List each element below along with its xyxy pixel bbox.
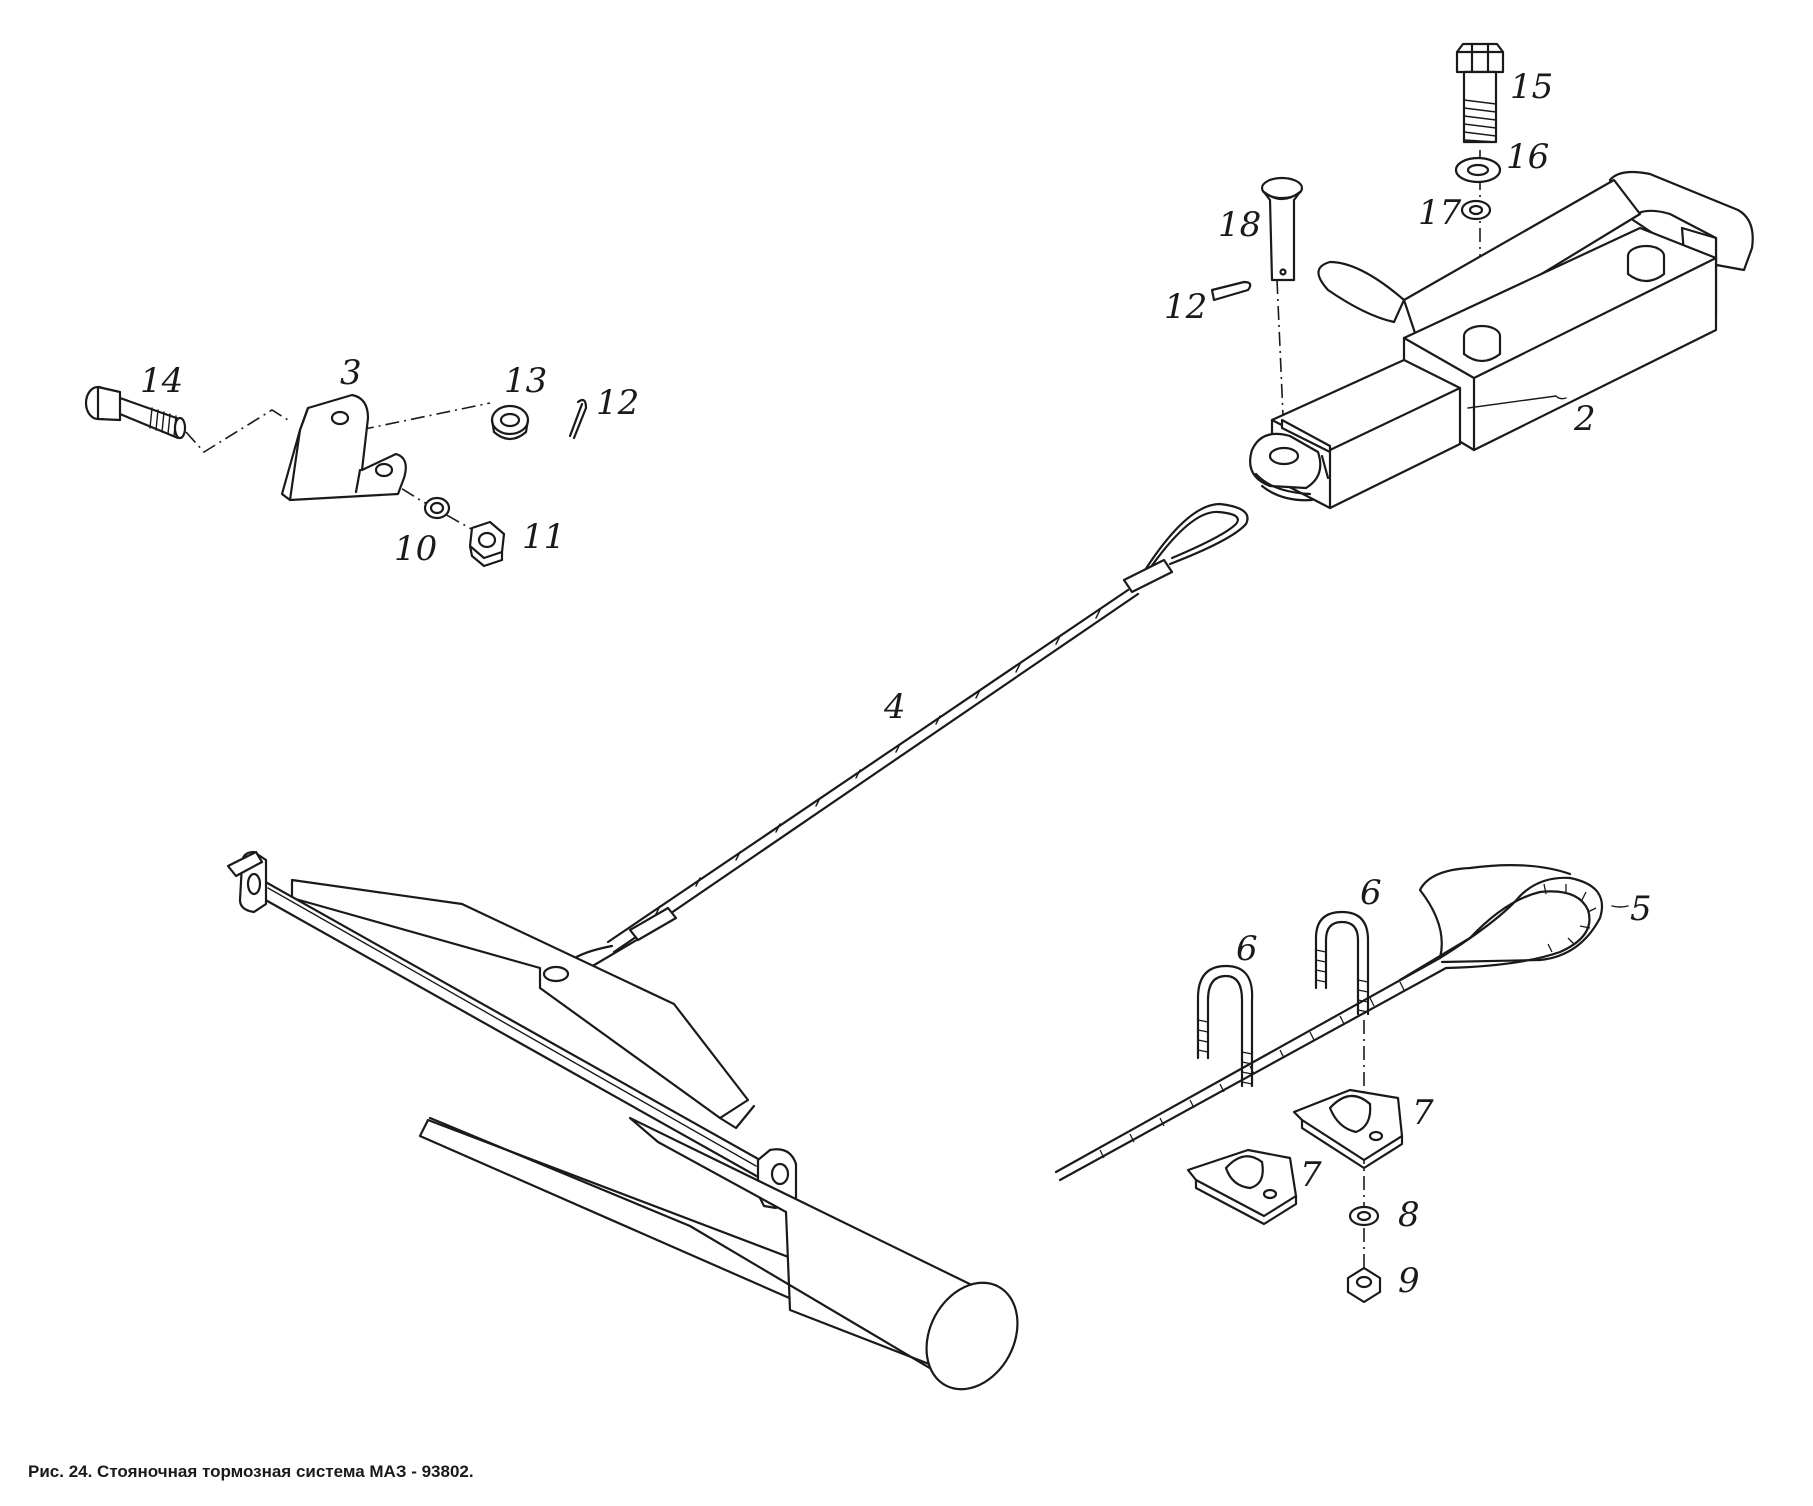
bolt-14 (84, 385, 187, 440)
callout-18: 18 (1218, 205, 1261, 245)
callout-12-right: 12 (1164, 287, 1207, 327)
callout-8: 8 (1398, 1195, 1420, 1235)
cotter-pin-12-left (568, 398, 588, 440)
callout-12-left: 12 (596, 383, 639, 423)
lever-rod-assembly (226, 850, 1019, 1391)
callout-17: 17 (1418, 193, 1462, 233)
pin-18 (1260, 176, 1304, 282)
bracket-assembly (84, 385, 588, 568)
callout-7a: 7 (1412, 1093, 1434, 1133)
u-bolt-6-left (1196, 964, 1254, 1088)
callout-11: 11 (522, 517, 565, 557)
washer-16 (1454, 156, 1502, 184)
nut-9 (1346, 1266, 1382, 1304)
callout-5: 5 (1630, 889, 1652, 929)
handle-body-2 (1249, 170, 1754, 510)
callout-13: 13 (504, 361, 547, 401)
spring-washer-17 (1460, 199, 1492, 221)
leader-lines (1467, 395, 1629, 908)
callout-6b: 6 (1360, 873, 1382, 913)
callout-7b: 7 (1300, 1155, 1322, 1195)
figure-caption: Рис. 24. Стояночная тормозная система МА… (28, 1462, 474, 1481)
callout-10: 10 (394, 529, 437, 569)
callout-15: 15 (1510, 67, 1553, 107)
spring-washer-8 (1348, 1205, 1380, 1227)
bracket-3 (280, 393, 407, 502)
spring-washer-10 (423, 496, 451, 520)
cable-4 (560, 502, 1249, 975)
callout-3: 3 (340, 353, 362, 393)
cotter-pin-12-right (1210, 280, 1252, 302)
callout-6a: 6 (1236, 929, 1258, 969)
washer-13 (490, 404, 530, 441)
nut-11 (468, 520, 506, 568)
callout-numbers: 2 3 4 5 6 6 7 7 8 9 10 11 12 12 13 14 15… (140, 67, 1652, 1301)
clamp-plate-7-right (1292, 1088, 1404, 1170)
callout-9: 9 (1398, 1261, 1420, 1301)
clamp-plate-7-left (1186, 1148, 1298, 1226)
callout-2: 2 (1573, 399, 1596, 439)
callout-16: 16 (1506, 137, 1549, 177)
callout-14: 14 (140, 361, 183, 401)
spring-bracket-assembly (1054, 863, 1604, 1304)
u-bolt-6-right (1314, 910, 1370, 1016)
bolt-15 (1455, 42, 1505, 144)
callout-4: 4 (883, 687, 906, 727)
strap-5 (1054, 863, 1604, 1182)
handle-assembly (1210, 42, 1754, 510)
